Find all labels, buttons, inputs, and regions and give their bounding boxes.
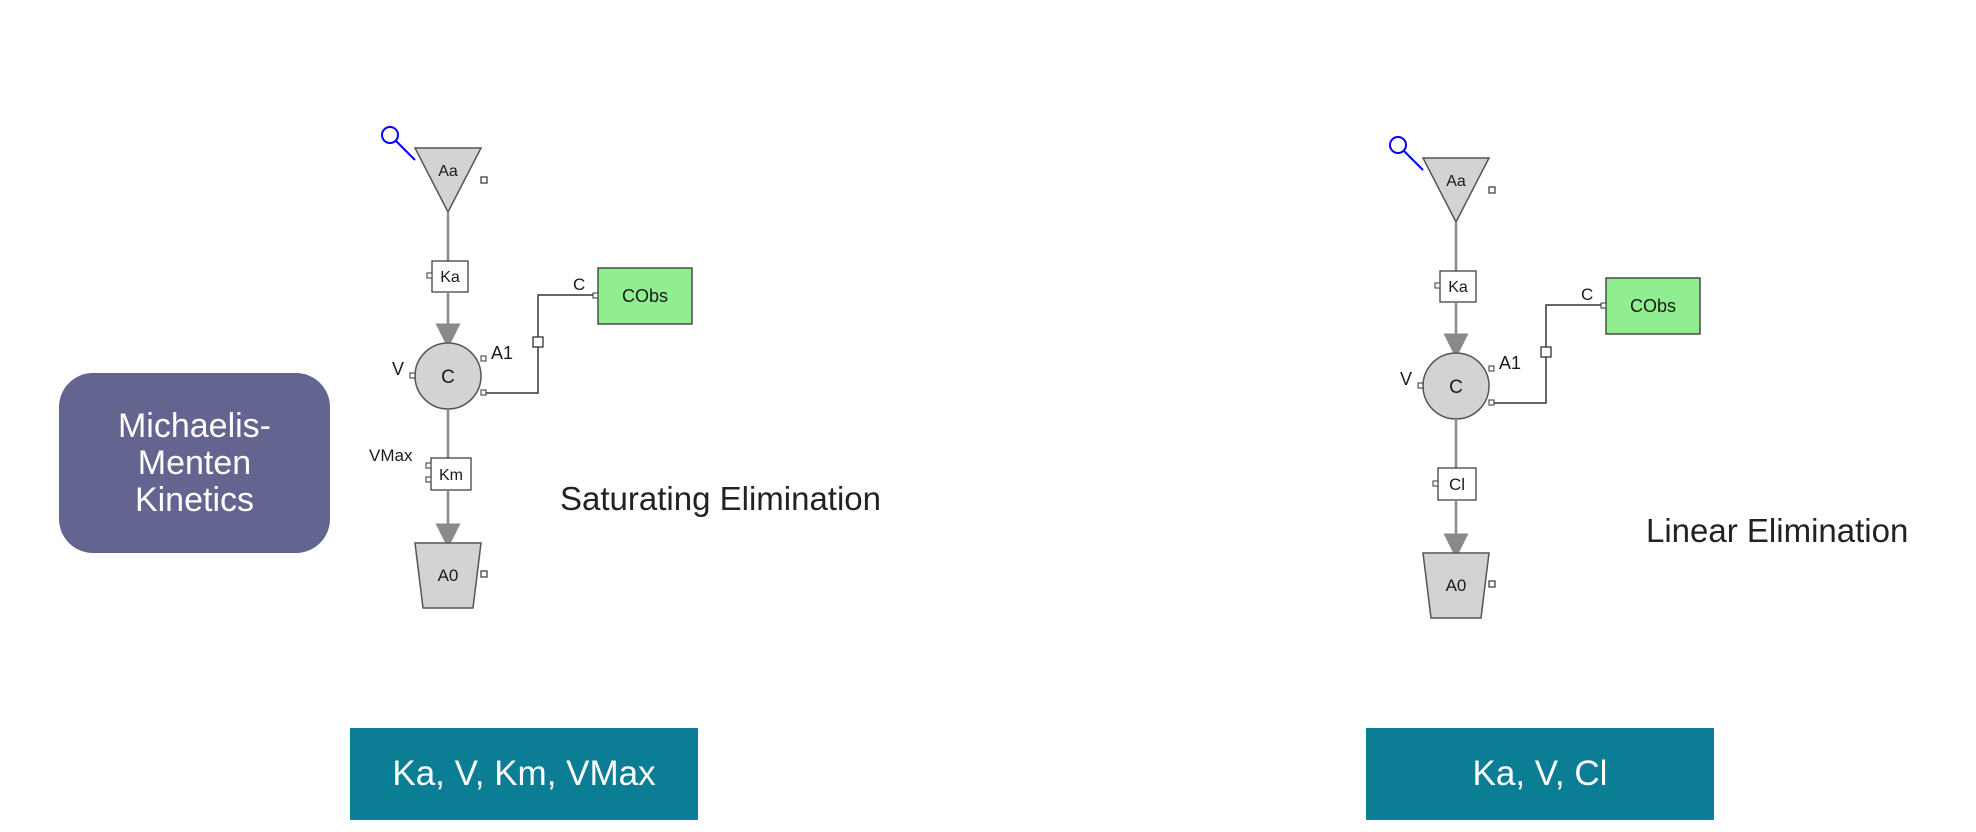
elimination-extra-label: VMax [369, 446, 413, 465]
elimination-box[interactable]: Cl [1432, 467, 1477, 501]
sink-compartment[interactable]: A0 [1422, 552, 1496, 619]
params-linear: Ka, V, Cl [1472, 754, 1608, 793]
sink-label: A0 [1446, 576, 1467, 595]
conc-link-label: C [573, 275, 585, 294]
model-saturating: Aa Ka C V A1 C CObs [369, 126, 693, 609]
dose-marker-icon[interactable] [1389, 136, 1424, 171]
model-linear: Aa Ka C V A1 C CObs Cl [1389, 136, 1701, 619]
central-compartment[interactable]: C [1417, 352, 1495, 420]
params-box-saturating: Ka, V, Km, VMax [350, 728, 698, 820]
elimination-box[interactable]: Km [425, 457, 472, 491]
amount-label: A1 [491, 343, 513, 363]
elimination-label: Km [439, 467, 463, 484]
absorption-compartment[interactable]: Aa [1421, 157, 1496, 224]
observation-label: CObs [1630, 296, 1676, 316]
params-box-linear: Ka, V, Cl [1366, 728, 1714, 820]
absorption-compartment[interactable]: Aa [413, 147, 488, 214]
absorption-rate-box[interactable]: Ka [426, 260, 469, 293]
absorption-label: Aa [1446, 173, 1466, 190]
central-compartment[interactable]: C [409, 342, 487, 410]
sink-label: A0 [438, 566, 459, 585]
central-label: C [1449, 377, 1463, 398]
volume-label: V [1400, 369, 1412, 389]
badge-text: Michaelis- Menten Kinetics [117, 406, 272, 519]
absorption-rate-label: Ka [1448, 279, 1468, 296]
model-title-saturating: Saturating Elimination [560, 480, 882, 517]
elimination-label: Cl [1449, 475, 1465, 494]
absorption-rate-box[interactable]: Ka [1434, 270, 1477, 303]
params-saturating: Ka, V, Km, VMax [392, 754, 656, 793]
observation-label: CObs [622, 286, 668, 306]
volume-label: V [392, 359, 404, 379]
sink-compartment[interactable]: A0 [414, 542, 488, 609]
absorption-rate-label: Ka [440, 269, 460, 286]
observation-box[interactable]: CObs [1600, 277, 1701, 335]
central-label: C [441, 367, 455, 388]
model-type-badge: Michaelis- Menten Kinetics [59, 373, 330, 553]
absorption-label: Aa [438, 163, 458, 180]
amount-label: A1 [1499, 353, 1521, 373]
conc-link-label: C [1581, 285, 1593, 304]
dose-marker-icon[interactable] [381, 126, 416, 161]
model-title-linear: Linear Elimination [1646, 512, 1909, 549]
observation-box[interactable]: CObs [592, 267, 693, 325]
